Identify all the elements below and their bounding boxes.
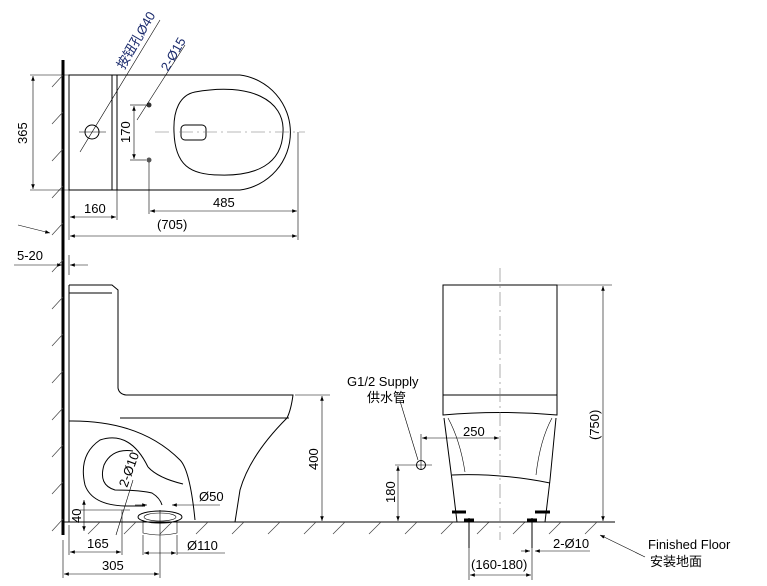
wall: [51, 60, 65, 535]
hatch-mark: [267, 521, 281, 535]
hatch-mark: [303, 521, 317, 535]
button-hole-label: 按钮孔Ø40: [114, 9, 159, 72]
hatch-mark: [87, 521, 101, 535]
hatch-mark: [584, 521, 598, 535]
bolt-dia-label: 2-Ø10: [553, 536, 589, 551]
side-view: [62, 284, 330, 578]
hatch-mark: [51, 148, 64, 162]
hatch-mark: [404, 521, 418, 535]
outlet-dia-dim: Ø50: [199, 489, 224, 504]
outlet-height-dim: 40: [69, 509, 84, 523]
wall-gap-dim: 5-20: [17, 248, 43, 263]
fixing-distance-dim: 165: [87, 536, 109, 551]
hatch-mark: [51, 74, 64, 88]
rough-in-dim: 305: [102, 558, 124, 573]
drain-dia-dim: Ø110: [187, 538, 218, 553]
hatch-mark: [476, 521, 490, 535]
hatch-mark: [231, 521, 245, 535]
supply-label-en: G1/2 Supply: [347, 374, 419, 389]
fixing-holes-label: 2-Ø10: [116, 450, 142, 489]
hatch-mark: [51, 333, 64, 347]
bolt-holes-label: 2-Ø15: [158, 35, 189, 74]
hatch-mark: [159, 521, 173, 535]
supply-offset-dim: 250: [463, 424, 485, 439]
tank-dim: 160: [84, 201, 106, 216]
hatch-mark: [51, 111, 64, 125]
hatch-mark: [51, 407, 64, 421]
hatch-mark: [123, 521, 137, 535]
hatch-mark: [51, 444, 64, 458]
floor-label-en: Finished Floor: [648, 537, 731, 552]
hatch-mark: [51, 518, 64, 532]
hatch-mark: [51, 222, 64, 236]
hatch-mark: [548, 521, 562, 535]
supply-label-cn: 供水管: [367, 390, 406, 405]
bowl-dim: 485: [213, 195, 235, 210]
total-length-dim: (705): [157, 217, 187, 232]
hatch-mark: [512, 521, 526, 535]
hatch-mark: [51, 185, 64, 199]
hatch-mark: [51, 259, 64, 273]
front-view: [330, 268, 646, 580]
hatch-mark: [332, 521, 346, 535]
top-view: [14, 19, 305, 275]
hatch-mark: [440, 521, 454, 535]
floor-label-cn: 安装地面: [650, 554, 702, 569]
hatch-mark: [368, 521, 382, 535]
hatch-mark: [51, 481, 64, 495]
total-height-dim: (750): [587, 410, 602, 440]
seat-height-dim: 400: [306, 448, 321, 470]
depth-dim: 365: [15, 122, 30, 144]
hatch-mark: [51, 296, 64, 310]
bolt-spacing-dim: (160-180): [471, 557, 527, 572]
supply-height-dim: 180: [383, 481, 398, 503]
hatch-mark: [51, 370, 64, 384]
hole-spacing-dim: 170: [118, 121, 133, 143]
hatch-mark: [195, 521, 209, 535]
